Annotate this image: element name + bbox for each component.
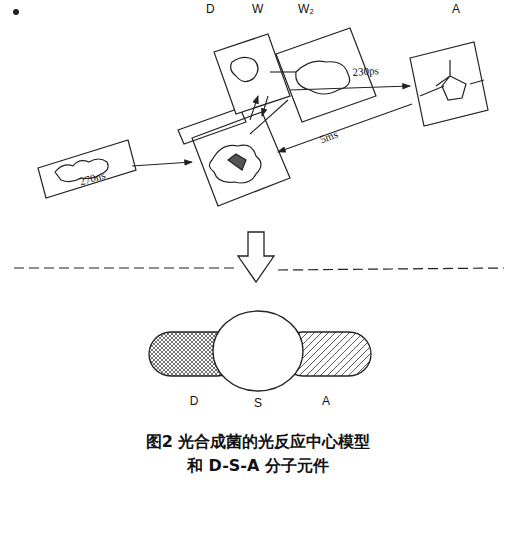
shape-outline [212, 310, 304, 392]
s-sphere: S [212, 310, 304, 412]
part-label: W [252, 2, 263, 16]
part-label: A [452, 2, 460, 16]
node-label: S [212, 396, 304, 410]
figure-caption: 图2 光合成菌的光反应中心模型和 D-S-A 分子元件 [138, 430, 378, 478]
part-label: W₂ [298, 2, 314, 16]
time-label: 5ms [318, 128, 339, 146]
node-label: A [280, 394, 372, 408]
part-label: D [206, 2, 215, 16]
time-label: 230ps [352, 64, 379, 78]
node-label: D [148, 394, 240, 408]
